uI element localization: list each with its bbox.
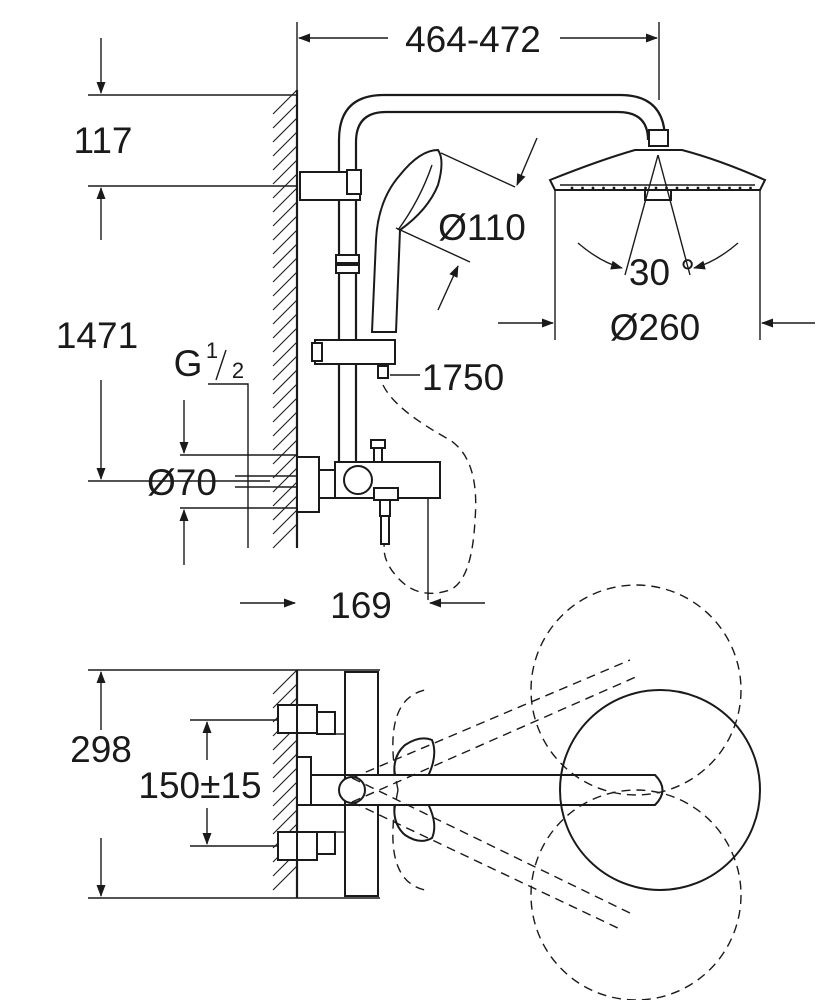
thread-denominator: 2 xyxy=(232,358,244,383)
outlet-height-label: 1471 xyxy=(56,315,138,356)
mixer-projection-label: 169 xyxy=(330,585,392,626)
centre-distance-label: 150±15 xyxy=(138,765,261,806)
overhead-shower: 30 ° xyxy=(548,129,767,293)
height-dimensions: 117 1471 xyxy=(56,38,297,482)
plan-depth-label: 298 xyxy=(70,729,132,770)
plan-view: 298 150±15 xyxy=(70,584,761,1000)
hand-shower: Ø110 xyxy=(370,137,538,333)
overhead-plan xyxy=(310,584,761,1000)
overhead-angle-label: 30 ° xyxy=(629,252,695,293)
hose-length-label: 1750 xyxy=(422,357,504,398)
shower-riser xyxy=(299,93,667,470)
overhead-diameter-dimension: Ø260 xyxy=(498,190,815,348)
hand-shower-diameter-label: Ø110 xyxy=(438,207,526,248)
plan-depth-dimension: 298 xyxy=(70,669,380,899)
centre-distance-dimension: 150±15 xyxy=(138,719,297,847)
slider-and-hose: 1750 xyxy=(311,339,504,594)
thread-g-label: G xyxy=(174,343,203,384)
rosette-diameter-label: Ø70 xyxy=(147,462,217,503)
elevation-view: 464-472 117 1471 xyxy=(56,19,815,626)
top-offset-label: 117 xyxy=(74,120,133,161)
mixer-projection-dimension: 169 xyxy=(240,585,485,626)
overhead-diameter-label: Ø260 xyxy=(610,307,701,348)
arm-reach-dimension: 464-472 xyxy=(296,19,660,100)
wall-elevation xyxy=(272,89,299,549)
connection-dimensions: G 1 2 Ø70 xyxy=(147,338,297,565)
thread-numerator: 1 xyxy=(206,338,218,363)
thermostatic-mixer xyxy=(296,439,441,600)
arm-reach-label: 464-472 xyxy=(405,19,541,60)
